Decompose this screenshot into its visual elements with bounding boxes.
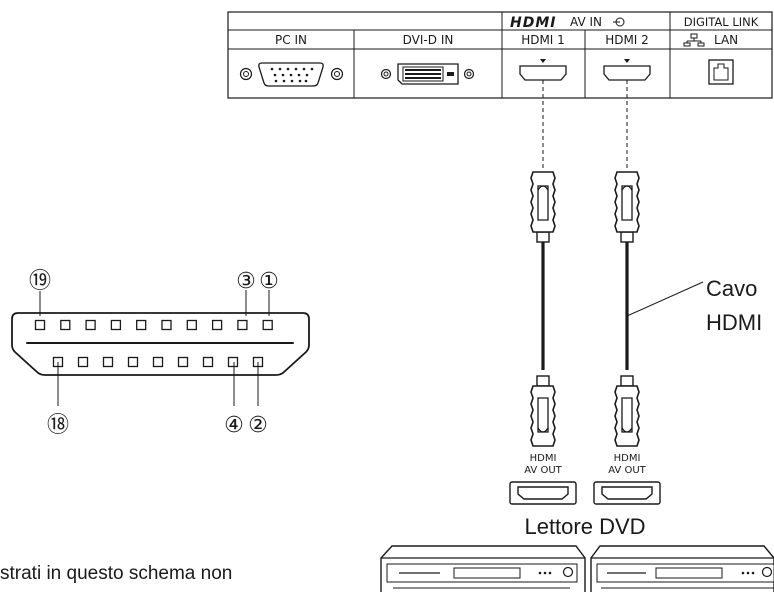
- hdmi2-port: [603, 59, 651, 81]
- player1-port-label-line1: HDMI: [530, 453, 557, 464]
- hdmi-pin-bottom: [127, 356, 139, 368]
- pc-in-port: [239, 62, 344, 87]
- hdmi-pin-top: [237, 319, 248, 331]
- cable-label-line1: Cavo: [706, 276, 757, 301]
- hdmi-pin-diagram: ⑲ ③ ① ⑱ ④ ②: [11, 269, 310, 438]
- hdmi-pin-bottom: [102, 356, 114, 368]
- lan-port: [708, 59, 734, 85]
- hdmi-cable-2: [614, 171, 640, 447]
- hdmi-pin-bottom: [227, 356, 239, 368]
- hdmi-pin-top: [186, 319, 197, 331]
- pin-label-4: ④: [224, 413, 244, 438]
- pin-label-2: ②: [248, 413, 268, 438]
- hdmi-pin-top: [85, 319, 96, 331]
- hdmi-pin-top: [60, 319, 71, 331]
- pin-label-3: ③: [236, 269, 256, 294]
- hdmi-pin-bottom: [202, 356, 214, 368]
- av-in-label: AV IN: [570, 15, 602, 29]
- note-text: strati in questo schema non: [0, 563, 232, 584]
- hdmi-pin-top: [161, 319, 172, 331]
- pc-in-label: PC IN: [275, 33, 307, 47]
- lan-label: LAN: [714, 33, 738, 47]
- dvi-d-in-port: [380, 63, 475, 85]
- player2-port-label-line2: AV OUT: [608, 465, 646, 476]
- input-panel: HDMI AV IN DIGITAL LINK PC IN DVI-D IN H…: [227, 11, 773, 99]
- cable-leader-line: [626, 281, 704, 317]
- cable-label-line2: HDMI: [706, 310, 762, 335]
- pin-label-19: ⑲: [29, 269, 51, 294]
- hdmi-pin-bottom: [177, 356, 189, 368]
- hdmi-pin-top: [136, 319, 147, 331]
- player1-port-label-line2: AV OUT: [524, 465, 562, 476]
- digital-link-label: DIGITAL LINK: [684, 15, 759, 29]
- hdmi-cable-1: [530, 171, 556, 447]
- hdmi-pin-bottom: [77, 356, 89, 368]
- dvd-player-2: [590, 545, 774, 592]
- hdmi-pin-top: [262, 319, 273, 331]
- dvi-d-in-label: DVI-D IN: [403, 33, 454, 47]
- dvd-player-1: [380, 545, 586, 592]
- hdmi2-label: HDMI 2: [605, 33, 649, 47]
- player2-output: HDMI AV OUT: [593, 453, 661, 505]
- hdmi1-label: HDMI 1: [521, 33, 565, 47]
- hdmi-pin-top: [211, 319, 223, 331]
- hdmi-pin-top: [34, 319, 46, 331]
- hdmi-logo: HDMI: [510, 15, 556, 31]
- pin-label-18: ⑱: [47, 413, 69, 438]
- pin-label-1: ①: [259, 269, 279, 294]
- dvd-player-title: Lettore DVD: [524, 514, 645, 539]
- hdmi-pin-top: [110, 319, 122, 331]
- hdmi-pin-bottom: [152, 356, 164, 368]
- lan-network-icon: [683, 33, 705, 47]
- player1-output: HDMI AV OUT: [509, 453, 577, 505]
- player2-port-label-line1: HDMI: [614, 453, 641, 464]
- hdmi1-port: [519, 59, 567, 81]
